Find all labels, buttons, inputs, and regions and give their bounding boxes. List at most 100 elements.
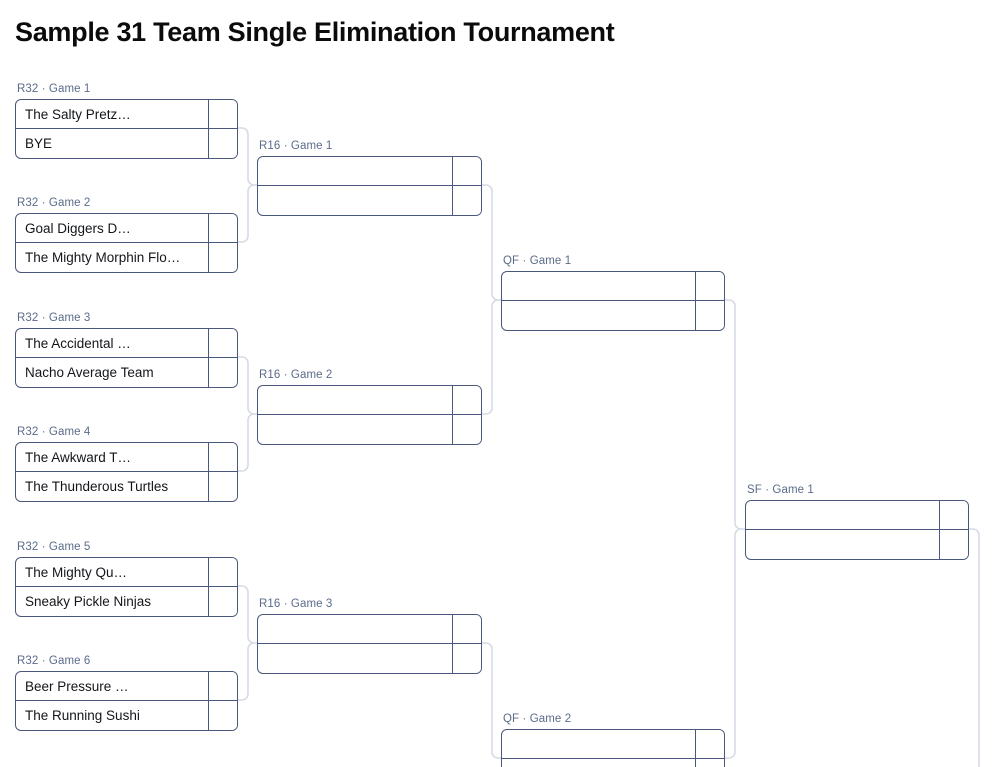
match-box: [745, 500, 969, 560]
team-slot-bottom[interactable]: The Mighty Morphin Flo…: [16, 243, 209, 272]
match-r16-game-3[interactable]: R16 · Game 3: [257, 598, 482, 674]
match-row[interactable]: The Accidental …: [16, 329, 237, 358]
match-row[interactable]: [502, 272, 724, 301]
team-slot-bottom[interactable]: [258, 415, 453, 444]
team-slot-bottom[interactable]: [746, 530, 940, 559]
match-box: Beer Pressure … The Running Sushi: [15, 671, 238, 731]
match-row[interactable]: [502, 730, 724, 759]
match-qf-game-2[interactable]: QF · Game 2: [501, 713, 725, 767]
score-slot-top[interactable]: [453, 157, 481, 185]
team-slot-bottom[interactable]: BYE: [16, 129, 209, 158]
score-slot-top[interactable]: [209, 100, 237, 128]
score-slot-top[interactable]: [209, 214, 237, 242]
match-row[interactable]: The Mighty Qu…: [16, 558, 237, 587]
team-slot-top[interactable]: The Awkward T…: [16, 443, 209, 471]
score-slot-top[interactable]: [696, 272, 724, 300]
score-slot-top[interactable]: [209, 558, 237, 586]
team-slot-bottom[interactable]: [502, 301, 696, 330]
team-name: The Mighty Morphin Flo…: [25, 250, 181, 265]
match-row[interactable]: [502, 301, 724, 330]
match-label: R32 · Game 4: [17, 426, 91, 438]
team-slot-bottom[interactable]: The Thunderous Turtles: [16, 472, 209, 501]
team-slot-bottom[interactable]: [258, 186, 453, 215]
match-row[interactable]: Nacho Average Team: [16, 358, 237, 387]
match-row[interactable]: [258, 415, 481, 444]
match-row[interactable]: The Salty Pretz…: [16, 100, 237, 129]
team-slot-top[interactable]: The Salty Pretz…: [16, 100, 209, 128]
team-slot-top[interactable]: [502, 272, 696, 300]
score-slot-bottom[interactable]: [453, 186, 481, 215]
match-r32-game-1[interactable]: R32 · Game 1 The Salty Pretz… BYE: [15, 83, 238, 159]
score-slot-top[interactable]: [453, 386, 481, 414]
score-slot-top[interactable]: [209, 443, 237, 471]
score-slot-top[interactable]: [209, 672, 237, 700]
match-r32-game-5[interactable]: R32 · Game 5 The Mighty Qu… Sneaky Pickl…: [15, 541, 238, 617]
team-slot-top[interactable]: [258, 615, 453, 643]
match-r16-game-1[interactable]: R16 · Game 1: [257, 140, 482, 216]
match-row[interactable]: [746, 530, 968, 559]
score-slot-top[interactable]: [453, 615, 481, 643]
team-slot-bottom[interactable]: [502, 759, 696, 767]
match-row[interactable]: [258, 186, 481, 215]
match-row[interactable]: The Running Sushi: [16, 701, 237, 730]
match-row[interactable]: The Awkward T…: [16, 443, 237, 472]
team-slot-bottom[interactable]: Sneaky Pickle Ninjas: [16, 587, 209, 616]
match-row[interactable]: BYE: [16, 129, 237, 158]
match-sf-game-1[interactable]: SF · Game 1: [745, 484, 969, 560]
match-label: R16 · Game 1: [259, 140, 333, 152]
team-slot-top[interactable]: The Accidental …: [16, 329, 209, 357]
team-slot-top[interactable]: [258, 157, 453, 185]
match-r32-game-2[interactable]: R32 · Game 2 Goal Diggers D… The Mighty …: [15, 197, 238, 273]
score-slot-bottom[interactable]: [453, 644, 481, 673]
score-slot-bottom[interactable]: [696, 301, 724, 330]
match-row[interactable]: Sneaky Pickle Ninjas: [16, 587, 237, 616]
score-slot-bottom[interactable]: [696, 759, 724, 767]
score-slot-bottom[interactable]: [209, 358, 237, 387]
team-name: The Running Sushi: [25, 708, 140, 723]
team-name: The Awkward T…: [25, 449, 132, 465]
match-box: [257, 614, 482, 674]
match-row[interactable]: [258, 615, 481, 644]
team-name: Beer Pressure …: [25, 678, 129, 694]
score-slot-top[interactable]: [940, 501, 968, 529]
team-slot-bottom[interactable]: [258, 644, 453, 673]
team-slot-top[interactable]: [746, 501, 940, 529]
match-row[interactable]: [502, 759, 724, 767]
score-slot-top[interactable]: [209, 329, 237, 357]
match-label: R16 · Game 3: [259, 598, 333, 610]
match-row[interactable]: [746, 501, 968, 530]
score-slot-bottom[interactable]: [209, 243, 237, 272]
score-slot-top[interactable]: [696, 730, 724, 758]
match-row[interactable]: Beer Pressure …: [16, 672, 237, 701]
team-slot-top[interactable]: The Mighty Qu…: [16, 558, 209, 586]
match-label: QF · Game 1: [503, 255, 572, 267]
match-row[interactable]: [258, 644, 481, 673]
match-label: R32 · Game 2: [17, 197, 91, 209]
match-r16-game-2[interactable]: R16 · Game 2: [257, 369, 482, 445]
match-label: R32 · Game 3: [17, 312, 91, 324]
score-slot-bottom[interactable]: [209, 472, 237, 501]
team-slot-bottom[interactable]: The Running Sushi: [16, 701, 209, 730]
score-slot-bottom[interactable]: [209, 701, 237, 730]
match-qf-game-1[interactable]: QF · Game 1: [501, 255, 725, 331]
team-slot-top[interactable]: [502, 730, 696, 758]
team-slot-top[interactable]: Beer Pressure …: [16, 672, 209, 700]
score-slot-bottom[interactable]: [453, 415, 481, 444]
match-row[interactable]: [258, 157, 481, 186]
score-slot-bottom[interactable]: [209, 587, 237, 616]
match-row[interactable]: [258, 386, 481, 415]
match-box: The Mighty Qu… Sneaky Pickle Ninjas: [15, 557, 238, 617]
match-row[interactable]: Goal Diggers D…: [16, 214, 237, 243]
team-slot-top[interactable]: Goal Diggers D…: [16, 214, 209, 242]
match-r32-game-6[interactable]: R32 · Game 6 Beer Pressure … The Running…: [15, 655, 238, 731]
match-row[interactable]: The Thunderous Turtles: [16, 472, 237, 501]
team-name: BYE: [25, 136, 53, 151]
match-r32-game-3[interactable]: R32 · Game 3 The Accidental … Nacho Aver…: [15, 312, 238, 388]
match-row[interactable]: The Mighty Morphin Flo…: [16, 243, 237, 272]
team-slot-top[interactable]: [258, 386, 453, 414]
score-slot-bottom[interactable]: [940, 530, 968, 559]
score-slot-bottom[interactable]: [209, 129, 237, 158]
match-r32-game-4[interactable]: R32 · Game 4 The Awkward T… The Thundero…: [15, 426, 238, 502]
team-slot-bottom[interactable]: Nacho Average Team: [16, 358, 209, 387]
